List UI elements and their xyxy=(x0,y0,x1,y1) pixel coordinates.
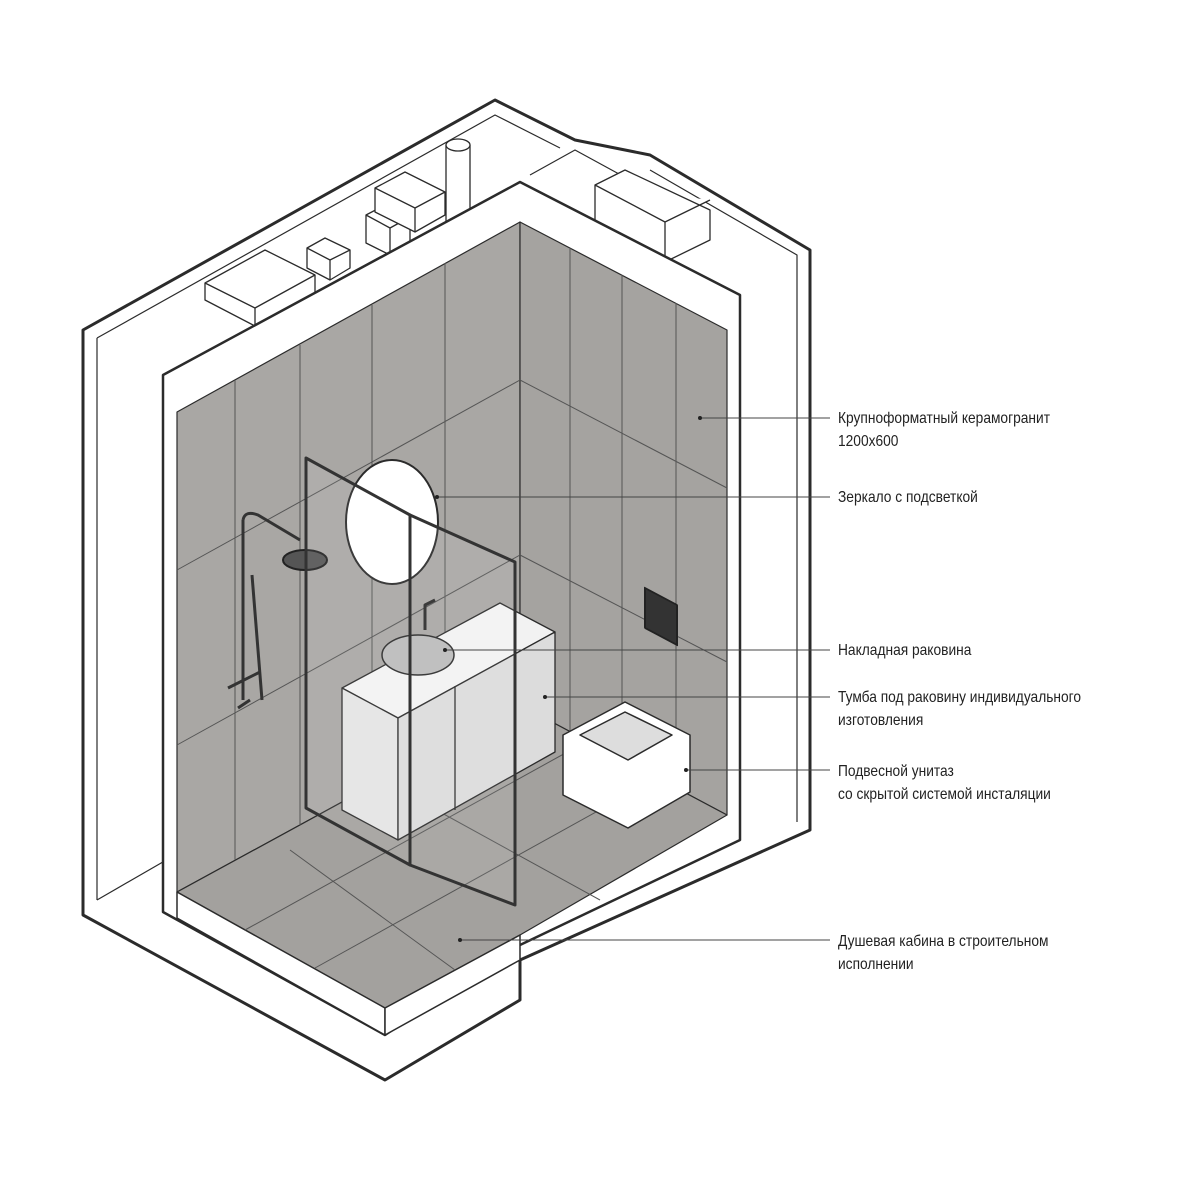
callout-line: Крупноформатный керамогранит xyxy=(838,410,1050,427)
wall-hung-toilet xyxy=(562,701,691,829)
callout-mirror: Зеркало с подсветкой xyxy=(838,486,978,509)
callout-line: Подвесной унитаз xyxy=(838,763,954,780)
callout-line: изготовления xyxy=(838,712,924,729)
callout-tile: Крупноформатный керамогранит 1200х600 xyxy=(838,407,1050,453)
outer-wall-inner-edge xyxy=(96,114,798,822)
leader-lines xyxy=(437,417,830,941)
glass-shower-partition xyxy=(304,456,517,907)
callout-line: Душевая кабина в строительном xyxy=(838,933,1049,950)
callout-vanity: Тумба под раковину индивидуального изгот… xyxy=(838,686,1081,732)
shower-set xyxy=(227,511,301,710)
floor-slab-right xyxy=(384,934,521,1036)
callout-line: Зеркало с подсветкой xyxy=(838,489,978,506)
callout-sink: Накладная раковина xyxy=(838,639,971,662)
callout-line: 1200х600 xyxy=(838,433,899,450)
faucet xyxy=(423,598,436,630)
callout-line: исполнении xyxy=(838,956,914,973)
callout-shower: Душевая кабина в строительном исполнении xyxy=(838,930,1048,976)
flush-plate xyxy=(644,586,678,647)
callout-toilet: Подвесной унитаз со скрытой системой инс… xyxy=(838,760,1051,806)
callout-line: Тумба под раковину индивидуального xyxy=(838,689,1082,706)
callout-line: Накладная раковина xyxy=(838,642,972,659)
sink-bowl xyxy=(381,634,455,676)
callout-line: со скрытой системой инсталяции xyxy=(838,786,1051,803)
